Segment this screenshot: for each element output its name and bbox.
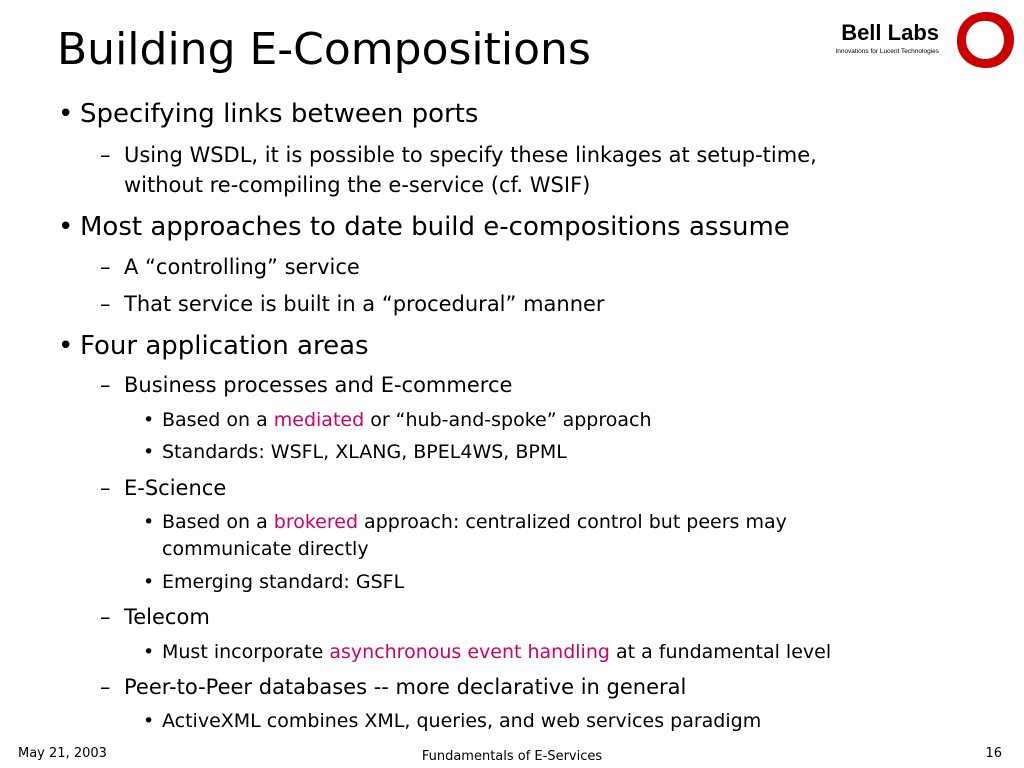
logo-name: Bell Labs xyxy=(841,20,939,45)
item-standards: Standards: WSFL, XLANG, BPEL4WS, BPML xyxy=(162,441,567,463)
item-text: approach: centralized control but peers … xyxy=(358,511,787,533)
item-text: Based on a xyxy=(162,511,274,533)
page-number: 16 xyxy=(985,746,1002,761)
item-mediated: Based on a mediated or “hub-and-spoke” a… xyxy=(162,407,652,433)
dash-marker: – xyxy=(100,143,111,167)
dash-marker: – xyxy=(100,373,111,397)
item-text: at a fundamental level xyxy=(609,641,832,663)
highlight-brokered: brokered xyxy=(273,511,359,533)
bullet-marker: • xyxy=(58,331,74,361)
bullet-marker: • xyxy=(143,641,155,663)
bullet-marker: • xyxy=(58,212,74,242)
item-brokered: Based on a brokered approach: centralize… xyxy=(162,509,787,535)
page-title: Building E-Compositions xyxy=(57,24,591,75)
item-brokered-continued: communicate directly xyxy=(162,538,369,560)
sub-controlling-service: A “controlling” service xyxy=(124,255,360,279)
sub-p2p-databases: Peer-to-Peer databases -- more declarati… xyxy=(124,675,687,699)
bullet-marker: • xyxy=(143,710,155,732)
dash-marker: – xyxy=(100,476,111,500)
dash-marker: – xyxy=(100,605,111,629)
bullet-marker: • xyxy=(143,441,155,463)
item-activexml: ActiveXML combines XML, queries, and web… xyxy=(162,710,762,732)
bullet-four-areas: Four application areas xyxy=(80,331,369,361)
sub-e-science: E-Science xyxy=(124,476,227,500)
sub-telecom: Telecom xyxy=(124,605,210,629)
bullet-most-approaches: Most approaches to date build e-composit… xyxy=(80,212,790,242)
bullet-marker: • xyxy=(58,99,74,129)
sub-wsdl-line2: without re-compiling the e-service (cf. … xyxy=(124,173,591,197)
item-text: or “hub-and-spoke” approach xyxy=(364,409,652,431)
footer-date: May 21, 2003 xyxy=(18,746,107,761)
bullet-marker: • xyxy=(143,409,155,431)
footer-title: Fundamentals of E-Services xyxy=(421,749,603,764)
highlight-mediated: mediated xyxy=(273,409,365,431)
sub-wsdl-line1: Using WSDL, it is possible to specify th… xyxy=(124,143,817,167)
highlight-async: asynchronous event handling xyxy=(329,641,610,663)
bullet-marker: • xyxy=(143,571,155,593)
red-ring-logo-icon xyxy=(956,11,1015,69)
dash-marker: – xyxy=(100,292,111,316)
sub-business-processes: Business processes and E-commerce xyxy=(124,373,513,397)
bell-labs-logo: Bell Labs Innovations for Lucent Technol… xyxy=(823,8,1018,69)
logo-tagline: Innovations for Lucent Technologies xyxy=(835,48,939,55)
item-async: Must incorporate asynchronous event hand… xyxy=(162,639,831,665)
item-text: Must incorporate xyxy=(162,641,330,663)
sub-procedural: That service is built in a “procedural” … xyxy=(124,292,605,316)
item-gsfl: Emerging standard: GSFL xyxy=(162,571,405,593)
dash-marker: – xyxy=(100,255,111,279)
dash-marker: – xyxy=(100,675,111,699)
bullet-marker: • xyxy=(143,511,155,533)
item-text: Based on a xyxy=(162,409,274,431)
bullet-specifying-links: Specifying links between ports xyxy=(80,99,479,129)
